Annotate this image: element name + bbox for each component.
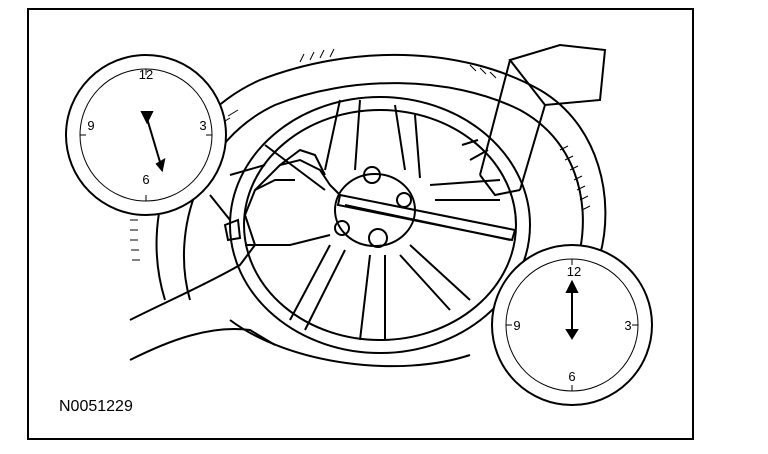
clock-left-6: 6	[142, 172, 149, 187]
hand	[129, 148, 341, 361]
lug-hole	[396, 192, 412, 208]
clock-right-9: 9	[513, 318, 520, 333]
figure-id: N0051229	[59, 398, 133, 415]
clock-left-arrow-icon	[140, 111, 166, 173]
clock-right-3: 3	[624, 318, 631, 333]
clock-left-3: 3	[199, 118, 206, 133]
wheel-spokes	[264, 99, 501, 341]
clock-right-12: 12	[567, 264, 581, 279]
lug-hole	[334, 220, 350, 236]
rim	[229, 96, 531, 354]
wrench-handle	[461, 43, 607, 197]
clock-right-6: 6	[568, 369, 575, 384]
clock-left-12: 12	[139, 67, 153, 82]
lug-hole	[368, 228, 388, 248]
clock-right-arrow-icon	[565, 279, 579, 340]
clock-right: 12 3 6 9	[491, 244, 653, 406]
valve-stem	[209, 194, 242, 242]
clock-left: 12 3 6 9	[65, 54, 227, 216]
lug-hole	[363, 166, 381, 184]
wrench-bar	[336, 193, 517, 242]
clock-left-9: 9	[87, 118, 94, 133]
